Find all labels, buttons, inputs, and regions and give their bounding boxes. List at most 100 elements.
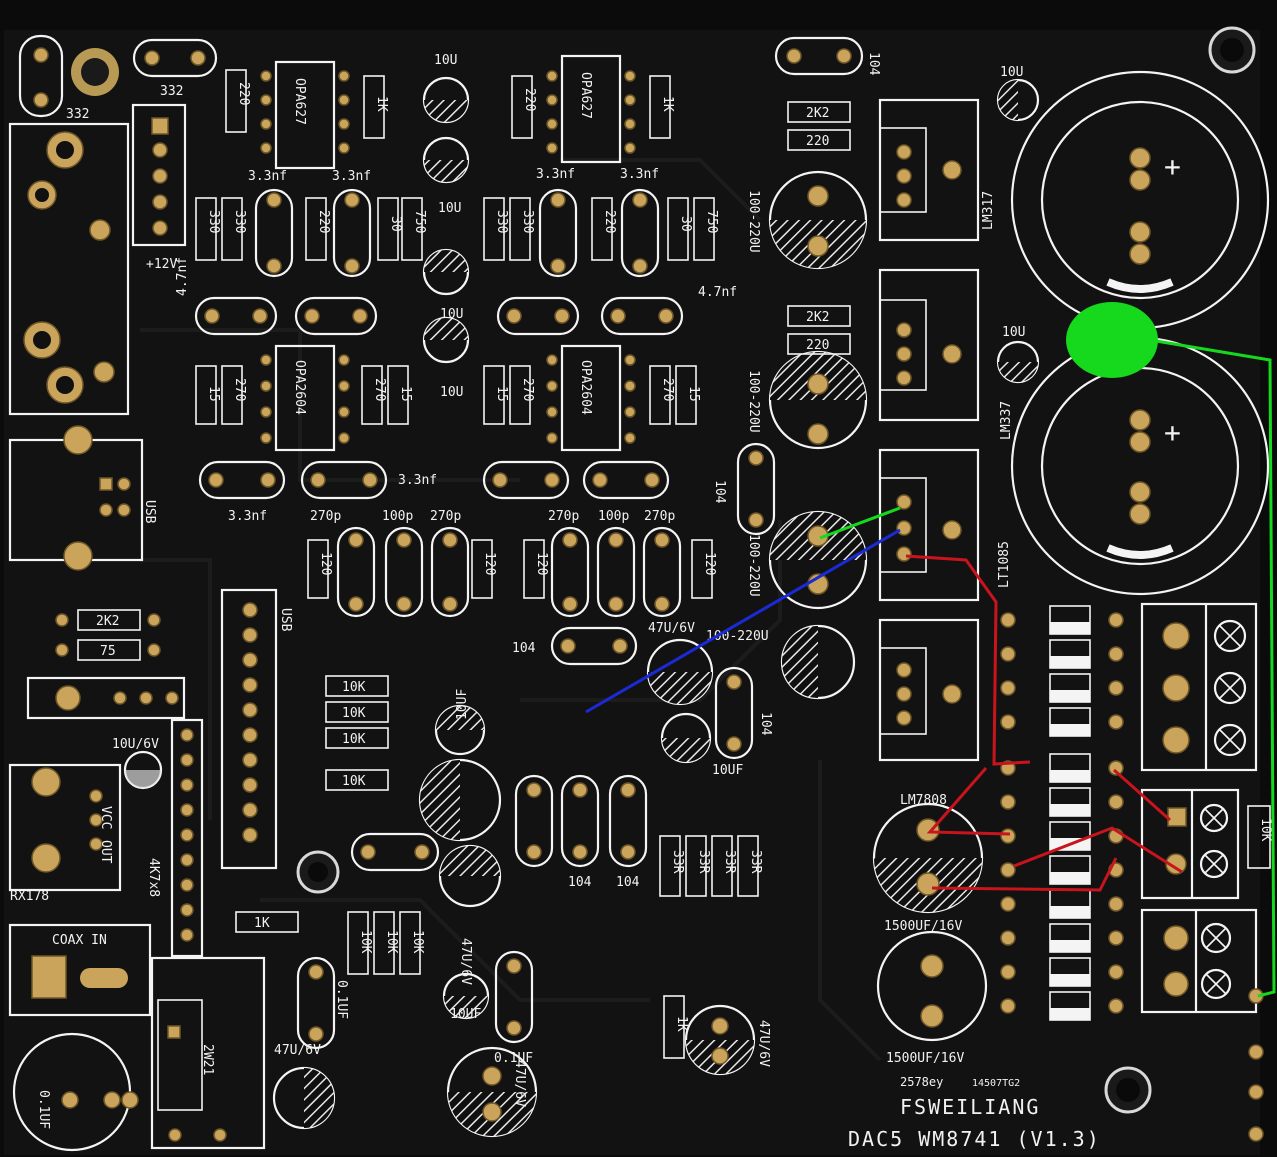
res-220-a: 220 — [236, 82, 251, 105]
board-brand: FSWEILIANG — [900, 1095, 1040, 1119]
reg-lm337: LM337 — [999, 401, 1014, 440]
lbl-10uf-a: 10UF — [712, 763, 743, 778]
res-15-b: 15 — [398, 386, 413, 402]
rx-label: RX178 — [10, 889, 49, 904]
res-750-b: 750 — [704, 210, 719, 233]
lbl-10u-b: 10U — [438, 201, 461, 216]
res-1k-a: 1K — [374, 96, 389, 112]
svg-text:+: + — [1164, 150, 1181, 183]
red-wire-a — [905, 554, 1031, 766]
res-4k7x8-label: 4K7x8 — [146, 858, 161, 897]
red-wire-b — [926, 767, 1011, 836]
res-270-a: 270 — [232, 378, 247, 401]
res-220-e: 220 — [806, 134, 829, 149]
lbl-104-c: 104 — [712, 480, 727, 504]
ic-opa627-right: OPA627 — [578, 72, 593, 119]
lbl-47u-a: 47U/6V — [648, 621, 695, 636]
lbl-33n-f: 3.3nf — [398, 473, 437, 488]
rectifier-diode-array — [1000, 605, 1124, 1021]
main-filter-capacitors: + + — [1010, 70, 1270, 596]
lbl-47u-e: 47U/6V — [756, 1020, 771, 1067]
supply-12v-label: +12V — [146, 257, 177, 272]
res-10k-b: 10K — [342, 706, 366, 721]
cap-332-label: 332 — [66, 107, 89, 122]
mounting-holes — [296, 26, 1256, 1114]
lbl-10u-a: 10U — [434, 53, 457, 68]
res-270-c: 270 — [520, 378, 535, 401]
board-model: DAC5 WM8741 (V1.3) — [848, 1127, 1101, 1151]
lbl-10u-f: 10U — [1002, 325, 1025, 340]
res-33r-c: 33R — [722, 850, 737, 874]
green-wire-short — [819, 506, 901, 540]
lbl-47n-b: 4.7nf — [175, 257, 190, 296]
res-15-a: 15 — [206, 386, 221, 402]
reg-lm7808: LM7808 — [900, 793, 947, 808]
lbl-elec-b: 100-220U — [746, 370, 761, 433]
ic-opa2604-right: OPA2604 — [578, 360, 593, 415]
left-connectors: 332 +12V 332 USB 2K2 75 — [8, 34, 218, 1152]
lbl-01uf-b: 0.1UF — [494, 1051, 533, 1066]
res-10k-c: 10K — [342, 732, 366, 747]
lbl-10u-d: 10U — [440, 385, 463, 400]
lbl-10u-c: 10U — [440, 307, 463, 322]
res-2k2-left: 2K2 — [96, 614, 119, 629]
lbl-47n-a: 4.7nf — [698, 285, 737, 300]
board-batch: 2578ey — [900, 1075, 943, 1089]
lbl-10u-e: 10U — [1000, 65, 1023, 80]
lbl-elec-c: 100-220U — [746, 534, 761, 597]
blue-wire — [585, 528, 901, 714]
res-30-a: 30 — [388, 216, 403, 232]
lbl-100p-a: 100p — [382, 509, 413, 524]
lbl-104-e: 104 — [568, 875, 592, 890]
film-capacitors — [194, 36, 864, 1050]
res-330-d: 330 — [520, 210, 535, 233]
cap-332b-label: 332 — [160, 84, 183, 99]
lbl-47u-b: 47U/6V — [458, 938, 473, 985]
usb-header-label: USB — [278, 608, 293, 632]
cap-10u6v-label: 10U/6V — [112, 737, 159, 752]
res-1k-c: 1K — [674, 1016, 689, 1032]
res-33r-b: 33R — [696, 850, 711, 874]
vcc-label: VCC — [98, 806, 113, 829]
lbl-100p-b: 100p — [598, 509, 629, 524]
red-wire-c — [931, 857, 1118, 892]
user-annotations — [585, 302, 1276, 998]
res-750-a: 750 — [412, 210, 427, 233]
out-label: OUT — [98, 840, 113, 864]
lbl-104-a: 104 — [512, 641, 536, 656]
res-10k-f: 10K — [384, 930, 399, 954]
lbl-47u-d: 47U/6V — [512, 1060, 527, 1107]
res-330-c: 330 — [494, 210, 509, 233]
lbl-33n-b: 3.3nf — [332, 169, 371, 184]
res-270-d: 270 — [660, 378, 675, 401]
lbl-104-b: 104 — [866, 52, 881, 76]
res-330-a: 330 — [206, 210, 221, 233]
res-1k-lower: 1K — [254, 916, 270, 931]
res-10k-e: 10K — [358, 930, 373, 954]
coax-in-label: COAX IN — [52, 933, 107, 948]
res-33r-d: 33R — [748, 850, 763, 874]
pin-headers: USB 4K7x8 2W21 1K — [146, 588, 299, 1150]
screw-terminals: 10K — [1140, 602, 1273, 1142]
res-220-b: 220 — [522, 88, 537, 111]
lbl-01uf-a: 0.1UF — [334, 980, 349, 1019]
red-wire-e — [1113, 768, 1171, 822]
green-wire-right — [1149, 338, 1276, 998]
res-2k2-a: 2K2 — [806, 106, 829, 121]
lbl-1500uf-a: 1500UF/16V — [884, 919, 962, 934]
lbl-47u-c: 47U/6V — [274, 1043, 321, 1058]
usb-label: USB — [142, 500, 157, 524]
green-blob-mark — [1066, 302, 1158, 378]
res-220-c: 220 — [316, 210, 331, 233]
res-120-a: 120 — [318, 552, 333, 575]
lbl-270p-c: 270p — [548, 509, 579, 524]
lbl-10uf-b: 10UF — [455, 689, 470, 720]
analog-resistors: 220 1K 220 1K 330 330 220 30 750 330 330… — [195, 69, 763, 1059]
lbl-10uf-c: 10UF — [450, 1007, 481, 1022]
lbl-270p-d: 270p — [644, 509, 675, 524]
lbl-33n-a: 3.3nf — [248, 169, 287, 184]
res-10k-right: 10K — [1258, 818, 1273, 842]
lbl-270p-a: 270p — [310, 509, 341, 524]
cap-01uf-bl: 0.1UF — [36, 1090, 51, 1129]
